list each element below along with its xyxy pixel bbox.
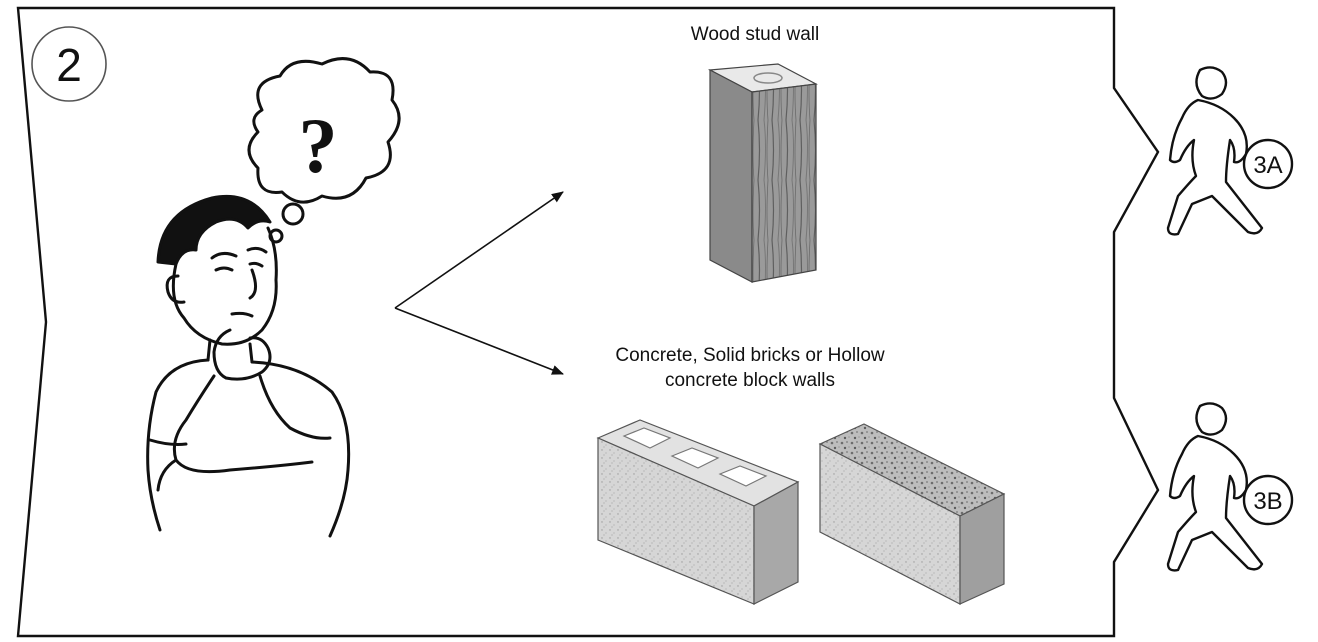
walking-person-icon-3b: 3B bbox=[1166, 402, 1294, 572]
next-step-3a: 3A bbox=[1253, 152, 1282, 179]
branch-arrows bbox=[394, 191, 564, 375]
arrow-to-masonry bbox=[394, 307, 564, 375]
thinking-person-icon: ? bbox=[146, 57, 401, 538]
walking-person-icon-3a: 3A bbox=[1166, 66, 1294, 236]
wood-wall-label: Wood stud wall bbox=[691, 24, 820, 45]
arrow-to-wood bbox=[394, 191, 564, 309]
svg-text:?: ? bbox=[299, 102, 338, 189]
masonry-label-line1: Concrete, Solid bricks or Hollow bbox=[615, 345, 885, 366]
masonry-label-line2: concrete block walls bbox=[665, 370, 835, 391]
next-step-3b: 3B bbox=[1253, 488, 1282, 515]
step-number: 2 bbox=[56, 39, 82, 91]
hollow-concrete-block-icon bbox=[596, 419, 800, 605]
question-thought-bubble-icon bbox=[247, 57, 401, 204]
solid-brick-icon bbox=[818, 423, 1006, 605]
step-number-badge: 2 bbox=[31, 26, 107, 102]
wood-stud-wall-icon bbox=[707, 63, 818, 283]
